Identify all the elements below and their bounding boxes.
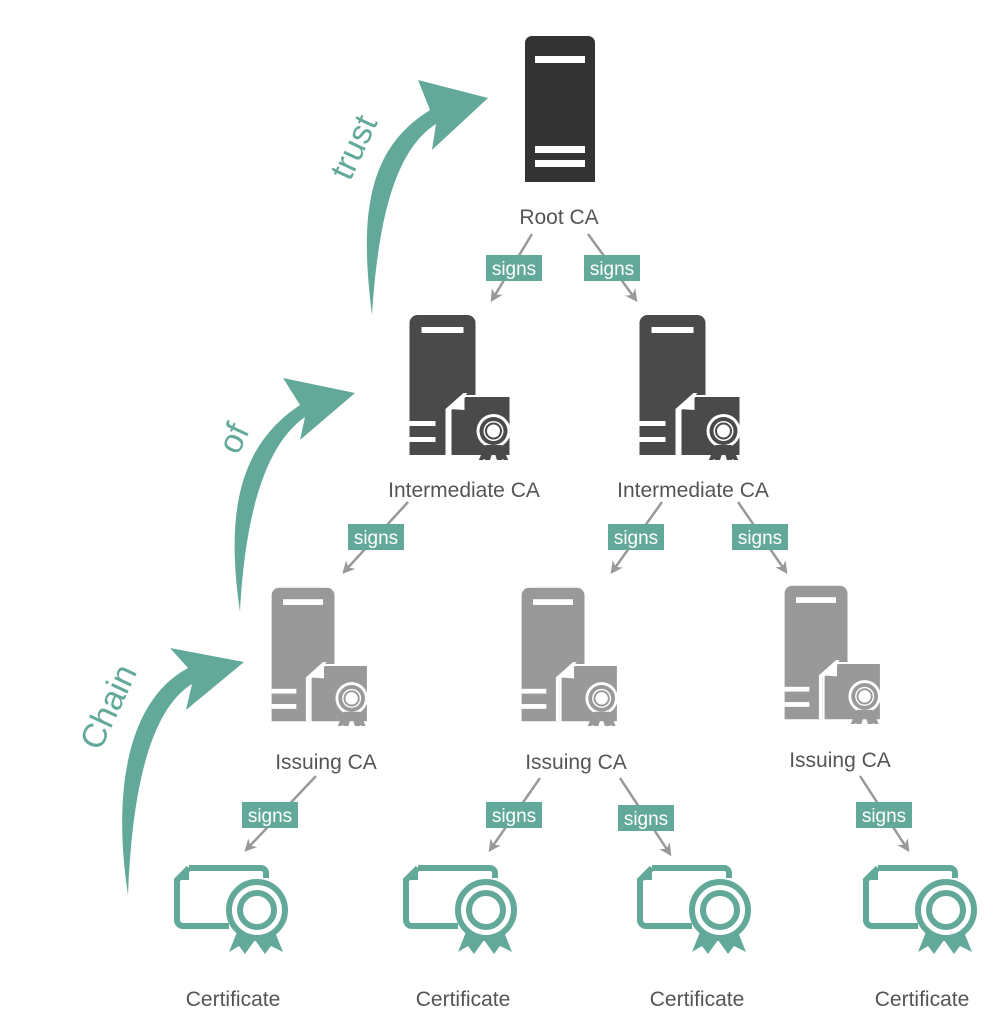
root-ca-node: Root CA	[519, 36, 599, 229]
signs-label: signs	[862, 806, 906, 827]
intermediate-ca-node: Intermediate CA	[617, 315, 769, 502]
signs-badge	[584, 255, 640, 281]
issuing-ca-node: Issuing CA	[522, 588, 627, 774]
certificate-node: Certificate	[406, 868, 514, 1011]
signs-badge	[486, 255, 542, 281]
server-certificate-icon	[272, 588, 368, 731]
issuing-ca-node: Issuing CA	[272, 588, 377, 774]
certificate-label: Certificate	[186, 988, 281, 1011]
certificate-icon	[640, 868, 748, 954]
server-certificate-icon	[785, 586, 881, 729]
certificate-label: Certificate	[416, 988, 511, 1011]
signs-badge	[618, 805, 674, 831]
root-ca-label: Root CA	[519, 206, 598, 229]
certificate-icon	[866, 868, 974, 954]
signs-badge	[608, 524, 664, 550]
certificate-label: Certificate	[875, 988, 970, 1011]
certificate-icon	[406, 868, 514, 954]
issuing-ca-node: Issuing CA	[785, 586, 891, 772]
issuing-ca-label: Issuing CA	[275, 751, 377, 774]
signs-badge	[486, 802, 542, 828]
server-icon	[525, 36, 595, 182]
issuing-ca-label: Issuing CA	[789, 749, 891, 772]
intermediate-ca-label: Intermediate CA	[388, 479, 540, 502]
signs-label: signs	[354, 528, 398, 549]
certificate-node: Certificate	[177, 868, 285, 1011]
signs-label: signs	[590, 259, 634, 280]
server-certificate-icon	[640, 315, 741, 465]
certificate-node: Certificate	[640, 868, 748, 1011]
server-certificate-icon	[410, 315, 511, 465]
chain-arrow-of	[234, 378, 355, 612]
intermediate-ca-label: Intermediate CA	[617, 479, 769, 502]
signs-badge	[732, 524, 788, 550]
certificate-label: Certificate	[650, 988, 745, 1011]
certificate-node: Certificate	[866, 868, 974, 1011]
intermediate-ca-node: Intermediate CA	[388, 315, 540, 502]
signs-label: signs	[624, 809, 668, 830]
signs-label: signs	[738, 528, 782, 549]
chain-arrow-chain	[122, 648, 244, 895]
signs-badge	[242, 802, 298, 828]
signs-label: signs	[492, 259, 536, 280]
issuing-ca-label: Issuing CA	[525, 751, 627, 774]
chain-word-trust: trust	[323, 109, 386, 185]
signs-label: signs	[614, 528, 658, 549]
chain-word-of: of	[211, 417, 258, 459]
signs-badge	[856, 802, 912, 828]
chain-arrow-trust	[366, 80, 488, 315]
signs-label: signs	[492, 806, 536, 827]
certificate-icon	[177, 868, 285, 954]
signs-label: signs	[248, 806, 292, 827]
signs-badge	[348, 524, 404, 550]
server-certificate-icon	[522, 588, 618, 731]
